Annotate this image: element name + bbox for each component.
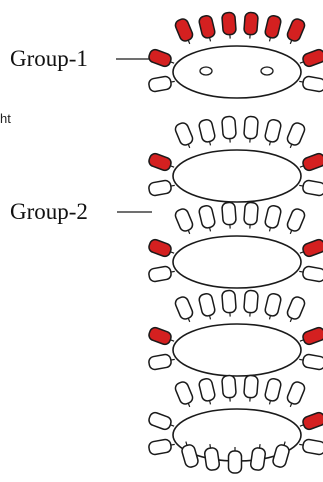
pod-top-4-2	[198, 292, 216, 320]
pod-left-5-2	[148, 438, 175, 456]
pod-right-1-2	[299, 75, 323, 93]
pod-top-4-4	[243, 289, 259, 317]
pod-top-5-1	[174, 381, 194, 408]
pod-right-4-2	[299, 353, 323, 371]
pod-left-2-2	[148, 179, 175, 197]
pod-top-4-6	[286, 296, 306, 323]
plate-1	[148, 11, 323, 99]
pod-left-2-1	[148, 152, 175, 172]
pod-top-3-3	[221, 201, 237, 229]
pod-top-1-5	[264, 14, 282, 42]
pod-right-1-1	[299, 48, 323, 68]
bottom-pods	[181, 441, 290, 474]
pod-bottom-1	[181, 441, 199, 468]
plate-disk	[172, 45, 302, 99]
pod-right-2-1	[299, 152, 323, 172]
pod-top-4-3	[221, 289, 237, 317]
group-1-label: Group-1	[10, 46, 88, 71]
group-2-label: Group-2	[10, 199, 88, 224]
pod-bottom-4	[249, 444, 267, 471]
pod-top-2-3	[221, 115, 237, 143]
plate-disk	[172, 235, 302, 289]
pod-top-5-6	[286, 381, 306, 408]
pod-top-1-6	[286, 18, 306, 45]
pod-top-2-2	[198, 118, 216, 146]
pod-left-5-1	[148, 411, 175, 431]
cropped-side-text: ht	[0, 111, 11, 126]
plate-3	[148, 201, 323, 289]
pod-top-1-4	[243, 11, 259, 39]
plate-2	[148, 115, 323, 203]
pod-left-3-2	[148, 265, 175, 283]
plate-4	[148, 289, 323, 377]
group-1-callout: Group-1	[10, 46, 150, 71]
pod-bottom-2	[203, 444, 221, 471]
pod-top-1-3	[221, 11, 237, 39]
pod-top-5-4	[243, 374, 259, 402]
pod-top-3-5	[264, 204, 282, 232]
plate-disk	[172, 149, 302, 203]
pod-right-2-2	[299, 179, 323, 197]
pod-top-3-1	[174, 208, 194, 235]
pod-right-5-2	[299, 438, 323, 456]
tower-stack	[148, 11, 323, 474]
plate-5	[148, 374, 323, 462]
pod-top-2-4	[243, 115, 259, 143]
pod-right-4-1	[299, 326, 323, 346]
pod-top-1-2	[198, 14, 216, 42]
pod-left-4-2	[148, 353, 175, 371]
pod-right-5-1	[299, 411, 323, 431]
pod-top-4-1	[174, 296, 194, 323]
pod-top-4-5	[264, 292, 282, 320]
pod-right-3-1	[299, 238, 323, 258]
pod-top-3-4	[243, 201, 259, 229]
pod-top-2-6	[286, 122, 306, 149]
pod-right-3-2	[299, 265, 323, 283]
pod-top-1-1	[174, 18, 194, 45]
pod-top-5-2	[198, 377, 216, 405]
plate-disk	[172, 323, 302, 377]
group-2-callout: Group-2	[10, 199, 152, 224]
pod-top-3-6	[286, 208, 306, 235]
pod-left-3-1	[148, 238, 175, 258]
mount-hole-left	[199, 66, 213, 76]
pod-bottom-3	[227, 447, 243, 474]
pod-top-2-5	[264, 118, 282, 146]
pod-top-3-2	[198, 204, 216, 232]
pod-top-5-3	[221, 374, 237, 402]
pod-top-2-1	[174, 122, 194, 149]
pod-left-1-1	[148, 48, 175, 68]
pod-left-1-2	[148, 75, 175, 93]
pod-left-4-1	[148, 326, 175, 346]
pod-bottom-5	[272, 441, 290, 468]
mount-hole-right	[260, 66, 274, 76]
pod-top-5-5	[264, 377, 282, 405]
